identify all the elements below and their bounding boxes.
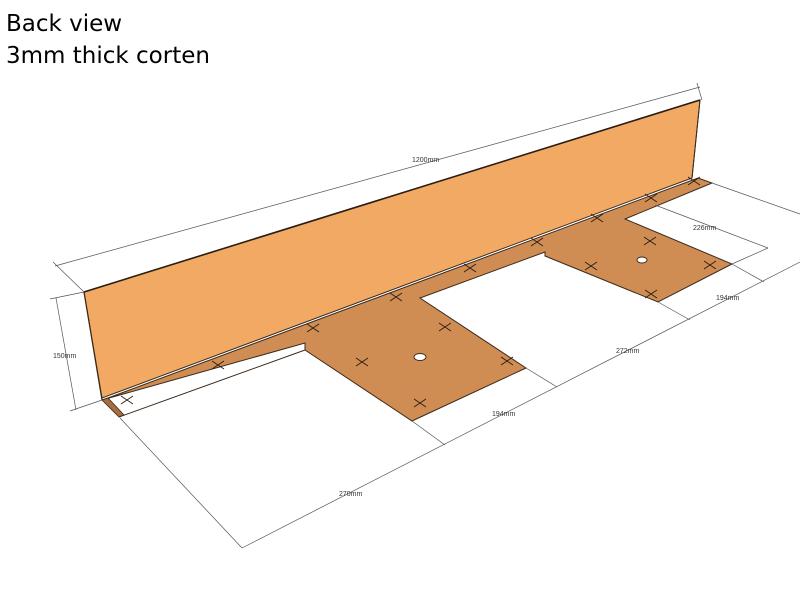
dim-height-line [55, 297, 77, 411]
screw-mark [211, 360, 225, 370]
screw-mark [590, 213, 604, 223]
vertical-plate-top-edge [83, 99, 701, 293]
screw-mark [703, 260, 717, 270]
screw-mark [687, 176, 701, 186]
dim-baseline [241, 261, 800, 549]
screw-mark [438, 322, 452, 332]
screw-mark [530, 237, 544, 247]
fixing-hole-right-tab [636, 256, 648, 264]
dim-right-width-label: 194mm [716, 295, 740, 302]
dim-tick-right-tab-right [731, 263, 765, 283]
dim-left-depth-label: 270mm [339, 491, 363, 498]
screw-mark [463, 263, 477, 273]
dim-height-ext-top [49, 291, 85, 300]
screw-mark [644, 289, 658, 299]
base-plate-edge [101, 397, 125, 418]
dim-tick-left-tab-right [525, 367, 558, 388]
dim-tick-right-tab-left [657, 301, 691, 321]
screw-mark [389, 292, 403, 302]
dim-length-line [54, 86, 701, 267]
dim-height-ext-bottom [69, 399, 103, 412]
screw-mark [120, 395, 134, 405]
screw-mark [643, 236, 657, 246]
vertical-plate-left-edge [83, 291, 103, 401]
fixing-hole-left-tab [413, 353, 427, 361]
dim-length-label: 1200mm [412, 157, 439, 164]
dim-left-width-label: 194mm [492, 411, 516, 418]
base-plate [101, 177, 734, 422]
dim-height-label: 150mm [53, 353, 77, 360]
screw-mark [500, 356, 514, 366]
dim-right-depth-ext-2 [731, 247, 769, 265]
dim-length-ext-left [52, 261, 85, 293]
screw-mark [644, 193, 658, 203]
dim-right-depth-label: 226mm [693, 225, 717, 232]
drawing-title: Back view 3mm thick corten [6, 8, 210, 72]
dimension-lines [49, 82, 800, 549]
dim-right-depth-ext [711, 182, 800, 215]
screw-mark [584, 261, 598, 271]
dim-left-depth-line [119, 417, 243, 549]
dim-right-depth-line [654, 204, 769, 249]
screw-marks [120, 176, 717, 408]
screw-mark [306, 323, 320, 333]
screw-mark [355, 357, 369, 367]
dim-gap-label: 272mm [616, 348, 640, 355]
vertical-plate-right-edge [691, 99, 701, 179]
dim-tick-left-tab [411, 420, 446, 446]
base-plate-front-edge [118, 349, 306, 418]
dim-length-ext-right [696, 82, 703, 101]
title-line-material: 3mm thick corten [6, 43, 210, 69]
screw-mark [413, 398, 427, 408]
title-line-view: Back view [6, 11, 123, 37]
